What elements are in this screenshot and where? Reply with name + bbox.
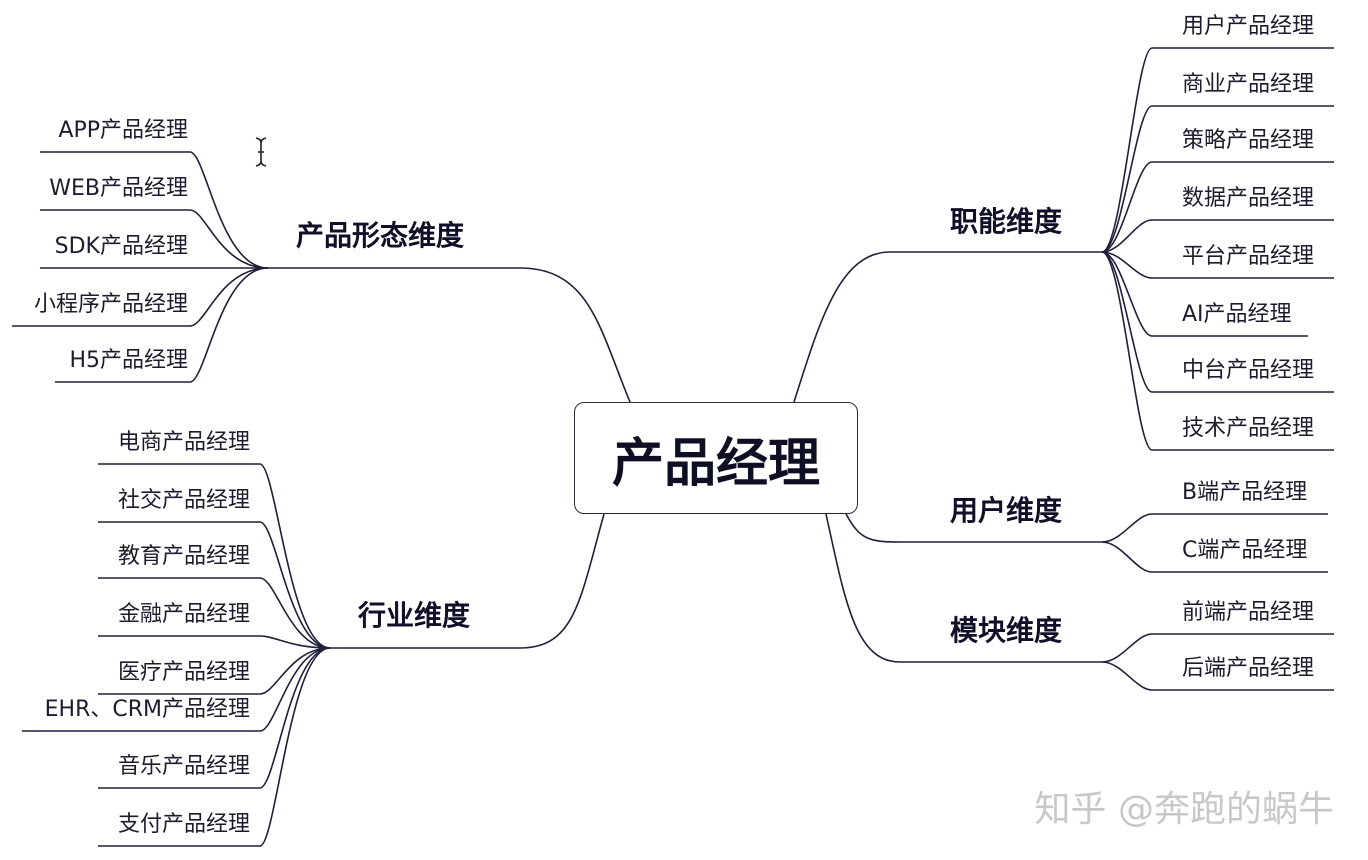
- leaf-industry-1[interactable]: 社交产品经理: [117, 488, 250, 513]
- connector-form-3: [12, 267, 269, 327]
- connector-form-4: [55, 267, 269, 383]
- leaf-function-6[interactable]: 中台产品经理: [1182, 358, 1315, 383]
- connector-function-5: [1101, 251, 1308, 337]
- connector-module-1: [1101, 661, 1334, 691]
- watermark: 知乎 @奔跑的蜗牛: [1034, 789, 1334, 830]
- connector-user-0: [1101, 513, 1328, 543]
- root-node[interactable]: 产品经理: [574, 402, 858, 514]
- leaf-industry-6[interactable]: 音乐产品经理: [117, 754, 250, 779]
- connector-root-user: [845, 513, 1102, 543]
- leaf-form-1[interactable]: WEB产品经理: [49, 176, 188, 201]
- leaf-form-0[interactable]: APP产品经理: [58, 118, 188, 143]
- leaf-function-0[interactable]: 用户产品经理: [1182, 14, 1315, 39]
- leaf-function-1[interactable]: 商业产品经理: [1182, 72, 1315, 97]
- connector-function-0: [1101, 47, 1334, 253]
- branch-module-label[interactable]: 模块维度: [950, 614, 1063, 647]
- leaf-function-4[interactable]: 平台产品经理: [1182, 244, 1315, 269]
- leaf-form-2[interactable]: SDK产品经理: [54, 234, 188, 259]
- leaf-function-3[interactable]: 数据产品经理: [1182, 186, 1315, 211]
- leaf-module-1[interactable]: 后端产品经理: [1182, 656, 1315, 681]
- branch-form-label[interactable]: 产品形态维度: [296, 219, 465, 252]
- connector-industry-7: [98, 647, 331, 847]
- connector-industry-1: [98, 521, 331, 649]
- branch-function-label[interactable]: 职能维度: [950, 205, 1063, 238]
- connector-root-module: [825, 513, 1102, 663]
- leaf-function-7[interactable]: 技术产品经理: [1182, 416, 1315, 441]
- connector-user-1: [1101, 541, 1328, 573]
- branch-industry-label[interactable]: 行业维度: [358, 599, 471, 632]
- leaf-function-5[interactable]: AI产品经理: [1182, 302, 1292, 327]
- connector-function-7: [1101, 251, 1334, 451]
- connector-industry-3: [98, 635, 331, 649]
- connector-root-function: [793, 251, 1102, 403]
- branch-user-label[interactable]: 用户维度: [950, 494, 1063, 527]
- connector-industry-0: [98, 463, 331, 649]
- leaf-module-0[interactable]: 前端产品经理: [1182, 600, 1315, 625]
- leaf-form-3[interactable]: 小程序产品经理: [33, 292, 188, 317]
- connector-function-2: [1101, 161, 1334, 253]
- leaf-user-1[interactable]: C端产品经理: [1182, 538, 1308, 563]
- leaf-industry-5[interactable]: EHR、CRM产品经理: [44, 697, 250, 722]
- connector-industry-4: [98, 647, 331, 695]
- connector-function-3: [1101, 219, 1334, 253]
- connector-industry-6: [98, 647, 331, 789]
- leaf-function-2[interactable]: 策略产品经理: [1182, 128, 1315, 153]
- leaf-industry-2[interactable]: 教育产品经理: [117, 544, 250, 569]
- leaf-industry-0[interactable]: 电商产品经理: [117, 430, 250, 455]
- connector-industry-5: [22, 647, 331, 732]
- connector-form-0: [40, 151, 269, 269]
- connector-form-1: [40, 209, 269, 269]
- connector-root-form: [268, 267, 631, 403]
- leaf-form-4[interactable]: H5产品经理: [69, 348, 188, 373]
- connector-industry-2: [98, 577, 331, 649]
- leaf-user-0[interactable]: B端产品经理: [1182, 480, 1308, 505]
- leaf-industry-4[interactable]: 医疗产品经理: [117, 660, 250, 685]
- connector-function-4: [1101, 251, 1334, 279]
- text-cursor-icon: [255, 137, 267, 167]
- leaf-industry-3[interactable]: 金融产品经理: [117, 602, 250, 627]
- connector-module-0: [1101, 633, 1334, 663]
- connector-function-6: [1101, 251, 1334, 393]
- connector-function-1: [1101, 105, 1334, 253]
- leaf-industry-7[interactable]: 支付产品经理: [117, 812, 250, 837]
- connector-root-industry: [330, 513, 605, 649]
